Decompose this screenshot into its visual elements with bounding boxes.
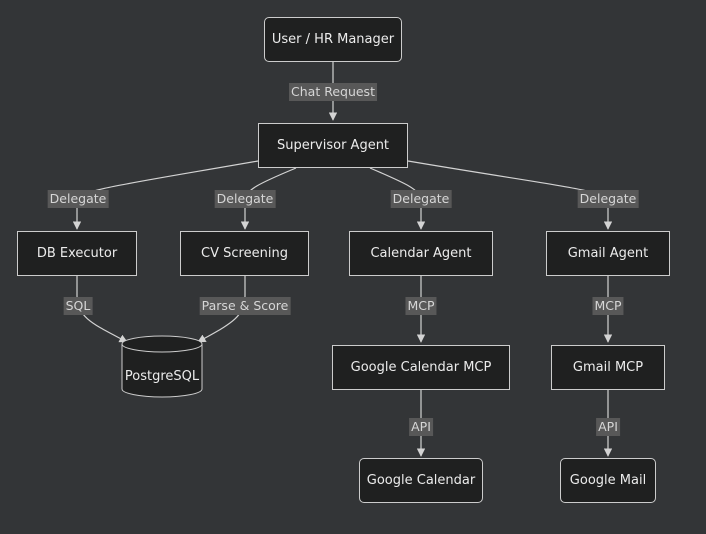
edge-label-delegate-cv: Delegate xyxy=(214,190,276,208)
node-user-hr-manager[interactable]: User / HR Manager xyxy=(264,17,402,62)
edge-label-delegate-calendar: Delegate xyxy=(390,190,452,208)
node-gcal-label: Google Calendar xyxy=(366,473,476,488)
node-postgresql-label: PostgreSQL xyxy=(124,368,200,384)
node-google-mail[interactable]: Google Mail xyxy=(560,458,656,503)
node-gcal-mcp-label: Google Calendar MCP xyxy=(350,360,492,375)
edge-label-api-calendar: API xyxy=(409,418,433,436)
node-db-executor[interactable]: DB Executor xyxy=(17,231,137,276)
edge-label-parse-score: Parse & Score xyxy=(199,297,291,315)
node-gmail-mcp-label: Gmail MCP xyxy=(572,360,644,375)
edge-db-executor-postgres xyxy=(76,276,128,343)
node-cv-screening-label: CV Screening xyxy=(201,246,288,261)
node-postgresql[interactable]: PostgreSQL xyxy=(122,362,202,390)
edge-label-sql: SQL xyxy=(63,297,93,315)
node-calendar-agent-label: Calendar Agent xyxy=(370,246,472,261)
edge-label-mcp-calendar: MCP xyxy=(405,297,437,315)
node-supervisor-agent[interactable]: Supervisor Agent xyxy=(258,123,408,168)
node-db-executor-label: DB Executor xyxy=(36,246,118,261)
edge-label-api-gmail: API xyxy=(596,418,620,436)
edge-label-delegate-db: Delegate xyxy=(47,190,109,208)
node-gmail-agent[interactable]: Gmail Agent xyxy=(546,231,670,276)
node-gmail-mcp[interactable]: Gmail MCP xyxy=(551,345,665,390)
edge-cv-screening-postgres xyxy=(197,276,246,343)
postgres-cylinder-shape xyxy=(121,335,203,398)
node-supervisor-label: Supervisor Agent xyxy=(276,138,390,153)
node-gmail-label: Google Mail xyxy=(569,473,647,488)
edge-label-delegate-gmail: Delegate xyxy=(577,190,639,208)
node-cv-screening[interactable]: CV Screening xyxy=(180,231,309,276)
node-user-label: User / HR Manager xyxy=(271,32,395,47)
node-gmail-agent-label: Gmail Agent xyxy=(567,246,649,261)
node-google-calendar[interactable]: Google Calendar xyxy=(359,458,483,503)
edge-label-chat-request: Chat Request xyxy=(289,83,377,101)
node-calendar-agent[interactable]: Calendar Agent xyxy=(349,231,493,276)
node-google-calendar-mcp[interactable]: Google Calendar MCP xyxy=(332,345,510,390)
edge-label-mcp-gmail: MCP xyxy=(592,297,624,315)
